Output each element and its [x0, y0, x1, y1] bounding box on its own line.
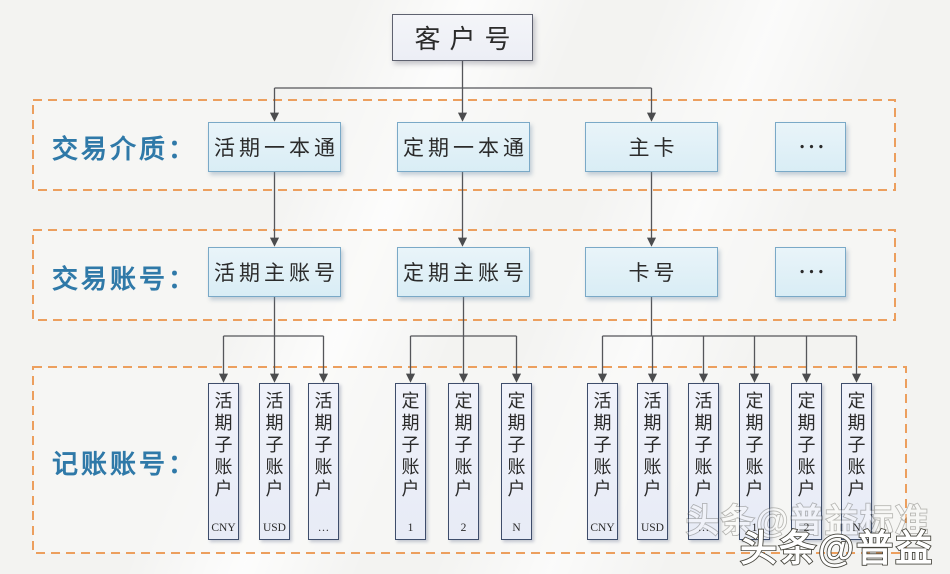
sub-account-label: 定期子账户	[745, 391, 764, 499]
diagram-node-time-passbook: 定期一本通	[397, 122, 530, 172]
sub-account-suffix: USD	[262, 521, 286, 534]
sub-account-suffix: USD	[640, 521, 664, 534]
diagram-node-account-ellipsis: …	[775, 247, 846, 297]
sub-account-suffix: …	[317, 521, 330, 534]
sub-account-label: 活期子账户	[643, 391, 662, 499]
sub-account-label: 活期子账户	[214, 391, 233, 499]
diagram-node-sub-account-8: 活期子账户 USD	[637, 383, 668, 540]
sub-account-suffix: 1	[407, 521, 414, 534]
sub-account-suffix: 2	[460, 521, 467, 534]
sub-account-label: 定期子账户	[401, 391, 420, 499]
diagram-node-sub-account-4: 定期子账户 1	[395, 383, 426, 540]
diagram-node-sub-account-2: 活期子账户 USD	[259, 383, 290, 540]
diagram-node-sub-account-1: 活期子账户 CNY	[208, 383, 239, 540]
sub-account-suffix: 1	[751, 521, 758, 534]
sub-account-suffix: CNY	[590, 521, 615, 534]
sub-account-label: 定期子账户	[507, 391, 526, 499]
connector-lines	[218, 61, 862, 383]
sub-account-suffix: 2	[803, 521, 810, 534]
diagram-node-demand-passbook: 活期一本通	[208, 122, 341, 172]
diagram-node-sub-account-7: 活期子账户 CNY	[587, 383, 618, 540]
ellipsis-label: …	[797, 248, 828, 280]
sub-account-label: 定期子账户	[797, 391, 816, 499]
diagram-node-sub-account-6: 定期子账户 N	[501, 383, 532, 540]
watermark: 头条@普益标准	[739, 527, 935, 570]
sub-account-suffix: …	[697, 521, 710, 534]
sub-account-label: 活期子账户	[314, 391, 333, 499]
diagram-node-customer-id: 客户号	[392, 14, 533, 61]
diagram-node-sub-account-3: 活期子账户 …	[308, 383, 339, 540]
sub-account-label: 活期子账户	[265, 391, 284, 499]
diagram-node-sub-account-11: 定期子账户 2	[791, 383, 822, 540]
watermark-ghost: 头条@普益标准	[685, 501, 931, 540]
section-label-transaction-media: 交易介质：	[52, 135, 198, 164]
sub-account-label: 定期子账户	[847, 391, 866, 499]
sub-account-suffix: N	[512, 521, 521, 534]
node-label: 活期主账号	[214, 261, 339, 285]
node-label: 客户号	[414, 25, 520, 54]
diagram-node-sub-account-9: 活期子账户 …	[688, 383, 719, 540]
diagram-node-card-number: 卡号	[585, 247, 718, 297]
sub-account-suffix: N	[852, 521, 861, 534]
diagram-node-primary-card: 主卡	[585, 122, 718, 172]
node-label: 卡号	[628, 261, 679, 285]
diagram-node-sub-account-12: 定期子账户 N	[841, 383, 872, 540]
section-label-booking-account: 记账账号：	[52, 450, 198, 479]
diagram-node-media-ellipsis: …	[775, 122, 846, 172]
section-label-transaction-account: 交易账号：	[52, 265, 198, 294]
diagram-node-sub-account-5: 定期子账户 2	[448, 383, 479, 540]
sub-account-label: 定期子账户	[454, 391, 473, 499]
diagram-node-time-master-account: 定期主账号	[397, 247, 530, 297]
node-label: 活期一本通	[214, 136, 339, 160]
node-label: 定期一本通	[403, 136, 528, 160]
node-label: 定期主账号	[403, 261, 528, 285]
ellipsis-label: …	[797, 123, 828, 155]
sub-account-label: 活期子账户	[694, 391, 713, 499]
sub-account-suffix: CNY	[211, 521, 236, 534]
sub-account-label: 活期子账户	[593, 391, 612, 499]
node-label: 主卡	[628, 136, 679, 160]
diagram-node-demand-master-account: 活期主账号	[208, 247, 341, 297]
diagram-node-sub-account-10: 定期子账户 1	[739, 383, 770, 540]
